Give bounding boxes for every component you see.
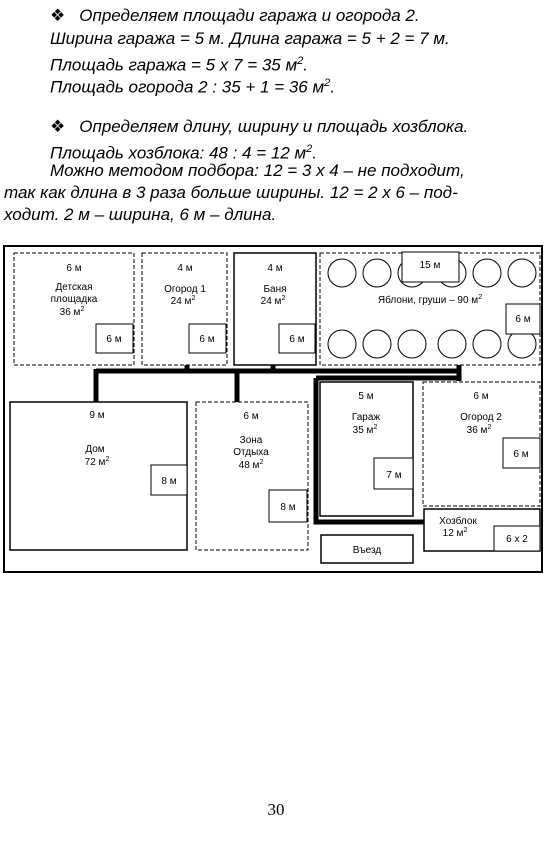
entrance-label: Въезд xyxy=(353,545,382,556)
sauna-name: Баня xyxy=(263,284,286,295)
garden-1: 4 м Огород 1 24 м2 6 м xyxy=(141,252,228,366)
sauna-length-label: 6 м xyxy=(289,334,304,345)
kids-name-line1: Детская xyxy=(55,282,92,293)
orchard-length-label: 6 м xyxy=(515,314,530,325)
house-width-label: 9 м xyxy=(89,410,104,421)
house: 9 м Дом 72 м2 8 м xyxy=(9,401,188,551)
rest-area-label: 48 м2 xyxy=(239,459,264,471)
garden1-area-label: 24 м2 xyxy=(171,295,196,307)
period: . xyxy=(330,77,336,97)
shed-area-text: Площадь хозблока: 48 : 4 = 12 м xyxy=(50,143,307,163)
rest-name-line1: Зона xyxy=(240,435,263,446)
sauna-width-label: 4 м xyxy=(267,263,282,274)
page-number: 30 xyxy=(267,800,285,819)
garden2-area-text: Площадь огорода 2 : 35 + 1 = 36 м xyxy=(50,77,325,97)
garden1-length-label: 6 м xyxy=(199,334,214,345)
garage: 5 м Гараж 35 м2 7 м xyxy=(319,381,414,517)
garage-length-label: 7 м xyxy=(386,470,401,481)
garage-area-label: 35 м2 xyxy=(353,424,378,436)
garage-area-line: Площадь гаража = 5 х 7 = 35 м2. xyxy=(50,51,308,76)
bullet-icon: ❖ xyxy=(50,117,66,136)
kids-playground: 6 м Детская площадка 36 м2 6 м xyxy=(13,252,135,366)
garden2-width-label: 6 м xyxy=(473,391,488,402)
garden-2: 6 м Огород 2 36 м2 6 м xyxy=(422,381,541,507)
section2-heading-text: Определяем длину, ширину и площадь хозбл… xyxy=(79,117,469,136)
bullet-icon: ❖ xyxy=(50,6,66,25)
garage-width-line: Ширина гаража = 5 м. Длина гаража = 5 + … xyxy=(50,29,450,48)
rest-zone: 6 м Зона Отдыха 48 м2 8 м xyxy=(195,401,309,551)
section1-heading-text: Определяем площади гаража и огорода 2. xyxy=(79,6,420,25)
orchard: 15 м Яблони, груши – 90 м2 6 м xyxy=(319,251,541,366)
garden2-name: Огород 2 xyxy=(460,412,502,423)
garage-area-text: Площадь гаража = 5 х 7 = 35 м xyxy=(50,55,298,75)
period: . xyxy=(312,143,318,163)
garage-name: Гараж xyxy=(352,412,381,423)
garage-width-label: 5 м xyxy=(358,391,373,402)
house-area-label: 72 м2 xyxy=(85,456,110,468)
kids-area-label: 36 м2 xyxy=(60,306,85,318)
shed-area-label: 12 м2 xyxy=(443,527,468,539)
orchard-name: Яблони, груши – 90 м2 xyxy=(378,294,482,306)
paths xyxy=(93,364,462,525)
house-name: Дом xyxy=(85,444,104,455)
garden1-name: Огород 1 xyxy=(164,284,206,295)
kids-name-line2: площадка xyxy=(51,294,98,305)
superscript: 2 xyxy=(306,143,313,155)
shed-size-label: 6 х 2 xyxy=(506,534,528,545)
garden1-width-label: 4 м xyxy=(177,263,192,274)
sauna: 4 м Баня 24 м2 6 м xyxy=(233,252,317,366)
orchard-width-label: 15 м xyxy=(420,260,441,271)
section1-heading: ❖ Определяем площади гаража и огорода 2. xyxy=(50,6,420,26)
section2-heading: ❖ Определяем длину, ширину и площадь хозб… xyxy=(50,117,468,137)
superscript: 2 xyxy=(297,55,304,67)
house-length-label: 8 м xyxy=(161,476,176,487)
shed-area-line: Площадь хозблока: 48 : 4 = 12 м2. xyxy=(50,139,317,164)
shed-name: Хозблок xyxy=(439,515,477,527)
superscript: 2 xyxy=(324,77,331,89)
utility-shed: Хозблок 12 м2 6 х 2 xyxy=(423,508,541,552)
plot-boundary xyxy=(3,245,543,573)
sauna-area-label: 24 м2 xyxy=(261,295,286,307)
conclusion-line: ходит. 2 м – ширина, 6 м – длина. xyxy=(4,205,277,224)
kids-width-label: 6 м xyxy=(66,263,81,274)
garden2-area-label: 36 м2 xyxy=(467,424,492,436)
period: . xyxy=(303,55,308,75)
rest-length-label: 8 м xyxy=(280,502,295,513)
site-plan: 6 м Детская площадка 36 м2 6 м 4 м Огоро… xyxy=(3,245,543,573)
garden2-length-label: 6 м xyxy=(513,449,528,460)
entrance: Въезд xyxy=(320,534,414,564)
reasoning-line: так как длина в 3 раза больше ширины. 12… xyxy=(4,183,458,202)
selection-method-line: Можно методом подбора: 12 = 3 х 4 – не п… xyxy=(50,161,465,180)
rest-name-line2: Отдыха xyxy=(233,447,269,458)
garden2-area-line: Площадь огорода 2 : 35 + 1 = 36 м2. xyxy=(50,73,335,98)
kids-length-label: 6 м xyxy=(106,334,121,345)
rest-width-label: 6 м xyxy=(243,411,258,422)
